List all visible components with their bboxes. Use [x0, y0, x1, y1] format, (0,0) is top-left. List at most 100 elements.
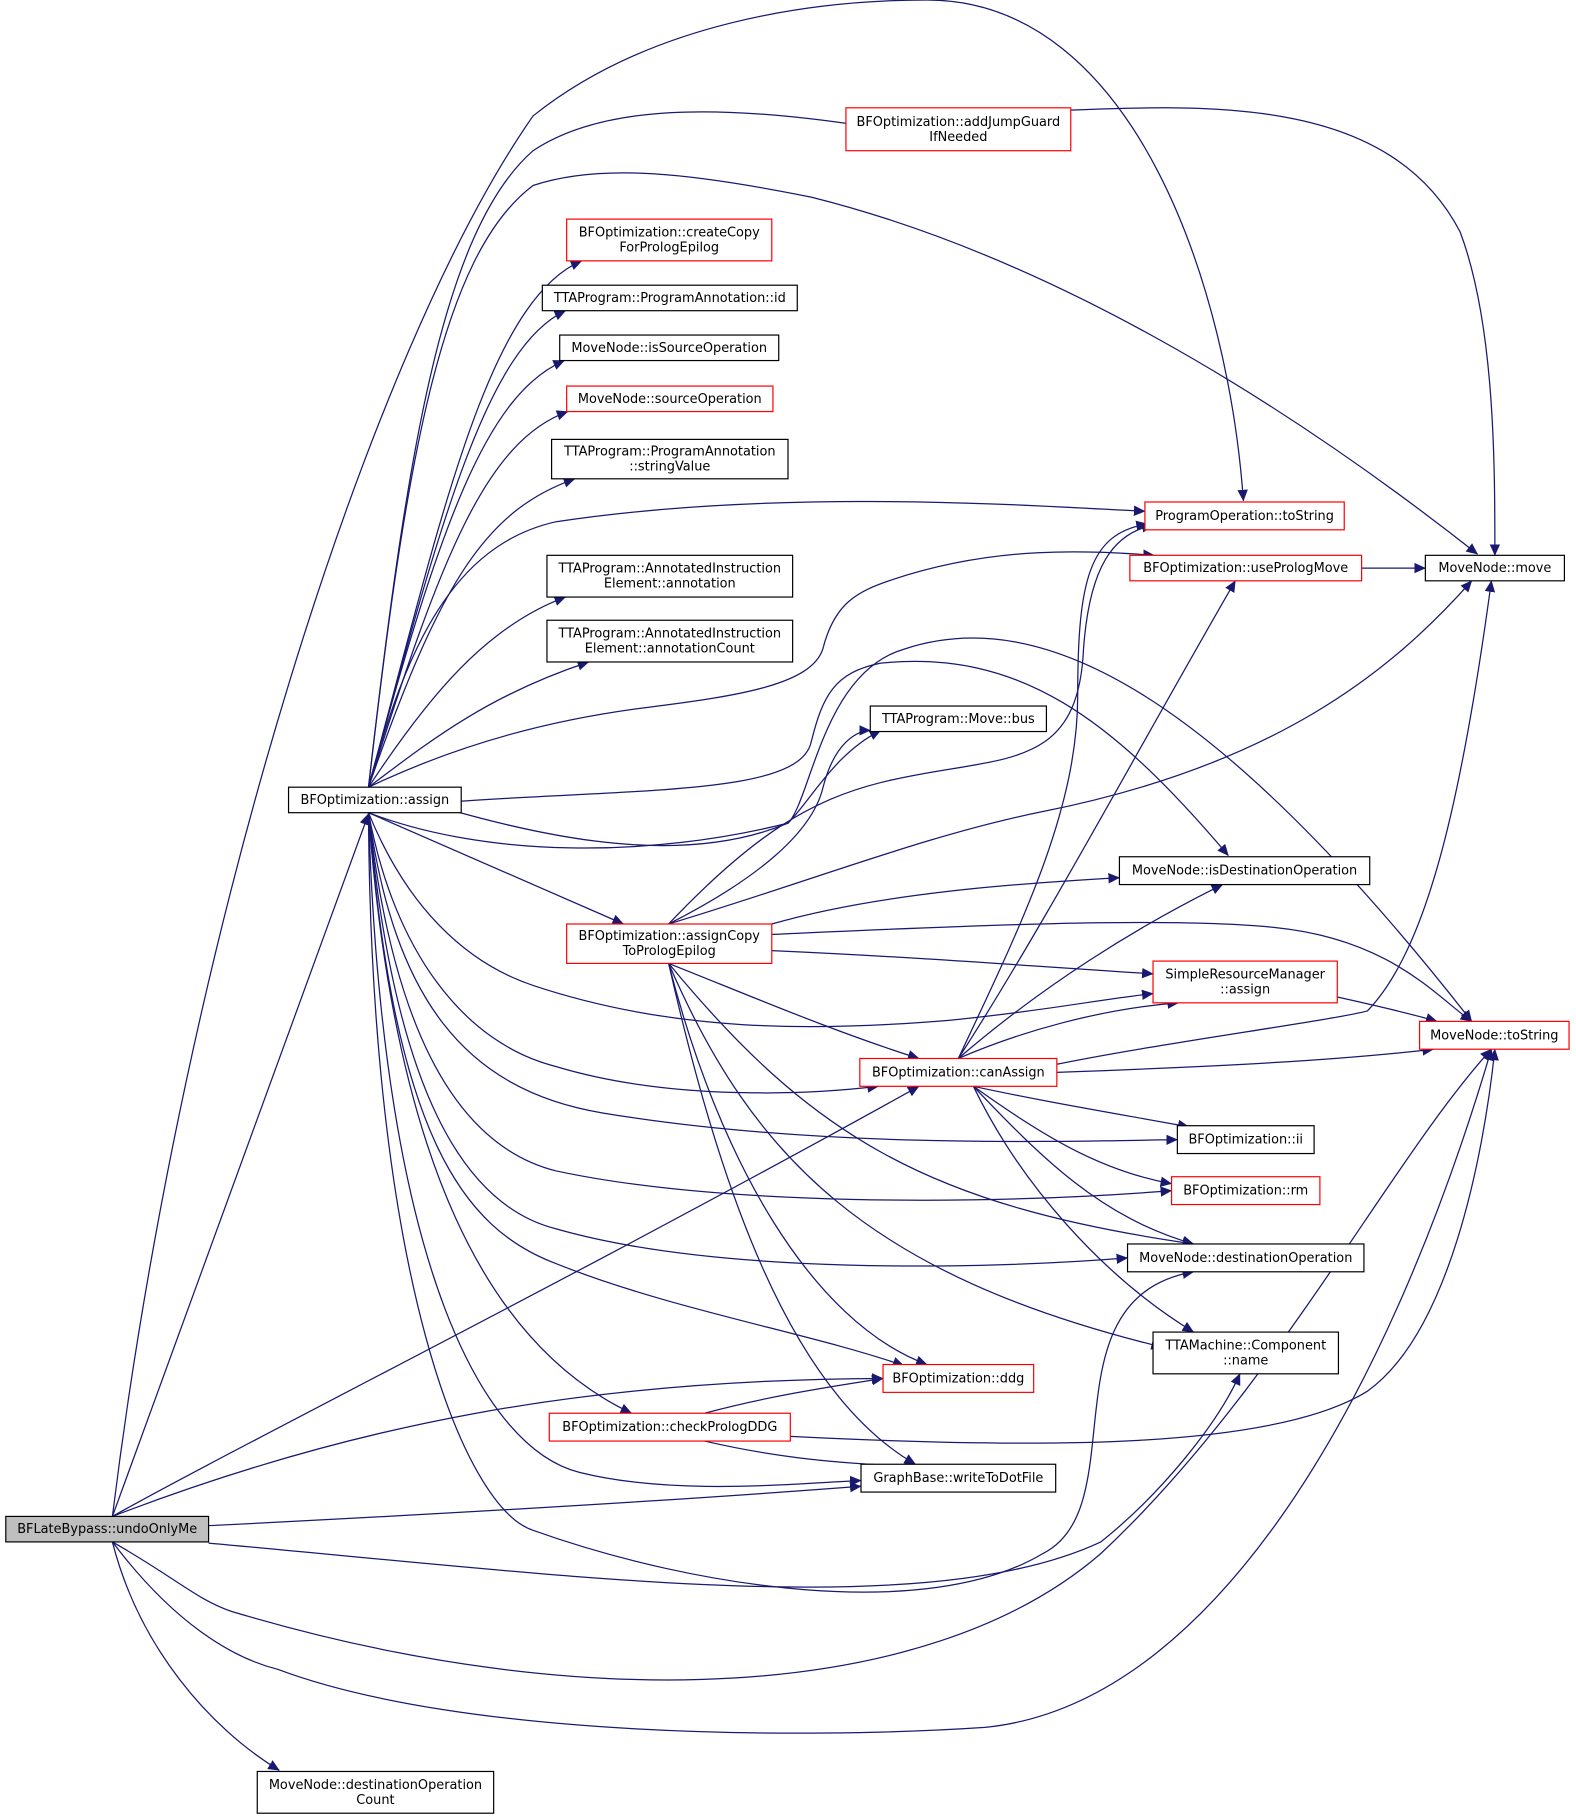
node-box[interactable]: [1126, 1243, 1365, 1273]
node-box[interactable]: [5, 1515, 210, 1543]
node-box[interactable]: [559, 334, 780, 362]
edge-path: [369, 813, 862, 1487]
node-box[interactable]: [1170, 1176, 1321, 1206]
node-poToString[interactable]: ProgramOperation::toString: [1144, 501, 1345, 531]
node-box[interactable]: [1176, 1125, 1315, 1155]
node-label-line: Element::annotationCount: [585, 642, 755, 657]
node-isSourceOp[interactable]: MoveNode::isSourceOperation: [559, 334, 780, 362]
node-annId[interactable]: TTAProgram::ProgramAnnotation::id: [541, 284, 798, 312]
edge-path: [112, 1086, 920, 1516]
node-label-line: BFOptimization::ddg: [892, 1371, 1024, 1386]
node-box[interactable]: [1118, 856, 1371, 886]
node-box[interactable]: [1152, 960, 1338, 1004]
edge-assign-to-isSourceOp: [369, 361, 565, 788]
node-box[interactable]: [860, 1463, 1057, 1493]
node-canAssign[interactable]: BFOptimization::canAssign: [859, 1057, 1058, 1087]
node-moveBus[interactable]: TTAProgram::Move::bus: [869, 705, 1048, 733]
node-ii[interactable]: BFOptimization::ii: [1176, 1125, 1315, 1155]
edge-path: [958, 520, 1148, 1058]
edge-assign-to-annotation: [369, 595, 567, 787]
edge-assign-to-sourceOp: [369, 410, 569, 788]
edge-assign-to-useProlog: [369, 549, 1155, 787]
node-stringValue[interactable]: TTAProgram::ProgramAnnotation::stringVal…: [550, 438, 789, 480]
edge-path: [369, 813, 1195, 1592]
node-checkProlog[interactable]: BFOptimization::checkPrologDDG: [548, 1412, 791, 1442]
node-useProlog[interactable]: BFOptimization::usePrologMove: [1129, 554, 1363, 582]
edge-assign-to-annId: [369, 311, 567, 787]
node-label-line: MoveNode::destinationOperation: [1139, 1251, 1352, 1266]
node-label-line: BFOptimization::rm: [1183, 1184, 1308, 1199]
node-box[interactable]: [566, 385, 774, 413]
node-srmAssign[interactable]: SimpleResourceManager::assign: [1152, 960, 1338, 1004]
node-destOp[interactable]: MoveNode::destinationOperation: [1126, 1243, 1365, 1273]
edge-path: [112, 813, 370, 1517]
node-box[interactable]: [256, 1770, 495, 1814]
node-createCopy[interactable]: BFOptimization::createCopyForPrologEpilo…: [566, 218, 773, 262]
node-box[interactable]: [845, 107, 1072, 152]
node-annotation[interactable]: TTAProgram::AnnotatedInstructionElement:…: [546, 554, 794, 598]
edge-path: [772, 923, 1473, 1022]
edge-path: [112, 1542, 280, 1770]
node-label-line: TTAProgram::ProgramAnnotation: [563, 445, 776, 460]
edge-path: [112, 0, 1248, 1516]
edge-path: [369, 813, 1173, 1201]
edge-path: [772, 873, 1121, 924]
node-label-line: MoveNode::move: [1438, 561, 1551, 576]
node-box[interactable]: [546, 619, 794, 663]
node-compName[interactable]: TTAMachine::Component::name: [1152, 1331, 1340, 1375]
node-annotationCount[interactable]: TTAProgram::AnnotatedInstructionElement:…: [546, 619, 794, 663]
node-box[interactable]: [869, 705, 1048, 733]
edge-path: [369, 173, 1478, 787]
node-box[interactable]: [548, 1412, 791, 1442]
node-box[interactable]: [1152, 1331, 1340, 1375]
node-box[interactable]: [566, 218, 773, 262]
node-box[interactable]: [1144, 501, 1345, 531]
node-isDestOp[interactable]: MoveNode::isDestinationOperation: [1118, 856, 1371, 886]
node-box[interactable]: [1129, 554, 1363, 582]
edge-checkProlog-to-ddg: [705, 1374, 884, 1413]
edge-undoOnlyMe-to-compName: [209, 1373, 1240, 1587]
node-box[interactable]: [1424, 554, 1566, 582]
node-mnToString[interactable]: MoveNode::toString: [1418, 1020, 1570, 1050]
edge-path: [112, 1048, 1494, 1733]
edge-path: [973, 1086, 1195, 1246]
node-box[interactable]: [541, 284, 798, 312]
node-box[interactable]: [550, 438, 789, 480]
edge-canAssign-to-ii: [973, 1086, 1190, 1131]
node-box[interactable]: [566, 923, 773, 965]
edge-path: [669, 522, 1154, 924]
edge-undoOnlyMe-to-poToString: [112, 0, 1248, 1516]
edge-assign-to-stringValue: [369, 477, 576, 787]
node-box[interactable]: [287, 786, 462, 814]
node-box[interactable]: [859, 1057, 1058, 1087]
edge-path: [669, 963, 928, 1366]
node-writeDot[interactable]: GraphBase::writeToDotFile: [860, 1463, 1057, 1493]
node-box[interactable]: [546, 554, 794, 598]
edge-path: [369, 112, 860, 787]
node-sourceOp[interactable]: MoveNode::sourceOperation: [566, 385, 774, 413]
node-mnMove[interactable]: MoveNode::move: [1424, 554, 1566, 582]
node-label-line: BFOptimization::checkPrologDDG: [562, 1420, 777, 1435]
edge-assign-to-destOp: [369, 813, 1129, 1266]
node-ddg[interactable]: BFOptimization::ddg: [882, 1363, 1035, 1393]
node-assign[interactable]: BFOptimization::assign: [287, 786, 462, 814]
node-box[interactable]: [882, 1363, 1035, 1393]
edge-path: [369, 813, 1154, 1027]
edge-path: [112, 1373, 884, 1516]
node-label-line: BFOptimization::assign: [301, 793, 450, 808]
node-label-line: BFOptimization::assignCopy: [579, 929, 761, 944]
node-undoOnlyMe[interactable]: BFLateBypass::undoOnlyMe: [5, 1515, 210, 1543]
node-box[interactable]: [1418, 1020, 1570, 1050]
node-label-line: BFOptimization::canAssign: [872, 1065, 1045, 1080]
edge-path: [973, 1086, 1173, 1187]
edge-path: [369, 502, 1146, 788]
edge-path: [669, 963, 920, 1061]
edge-canAssign-to-isDestOp: [958, 885, 1224, 1059]
edge-path: [209, 1373, 1240, 1587]
node-rm[interactable]: BFOptimization::rm: [1170, 1176, 1321, 1206]
node-label-line: TTAProgram::Move::bus: [881, 712, 1035, 727]
